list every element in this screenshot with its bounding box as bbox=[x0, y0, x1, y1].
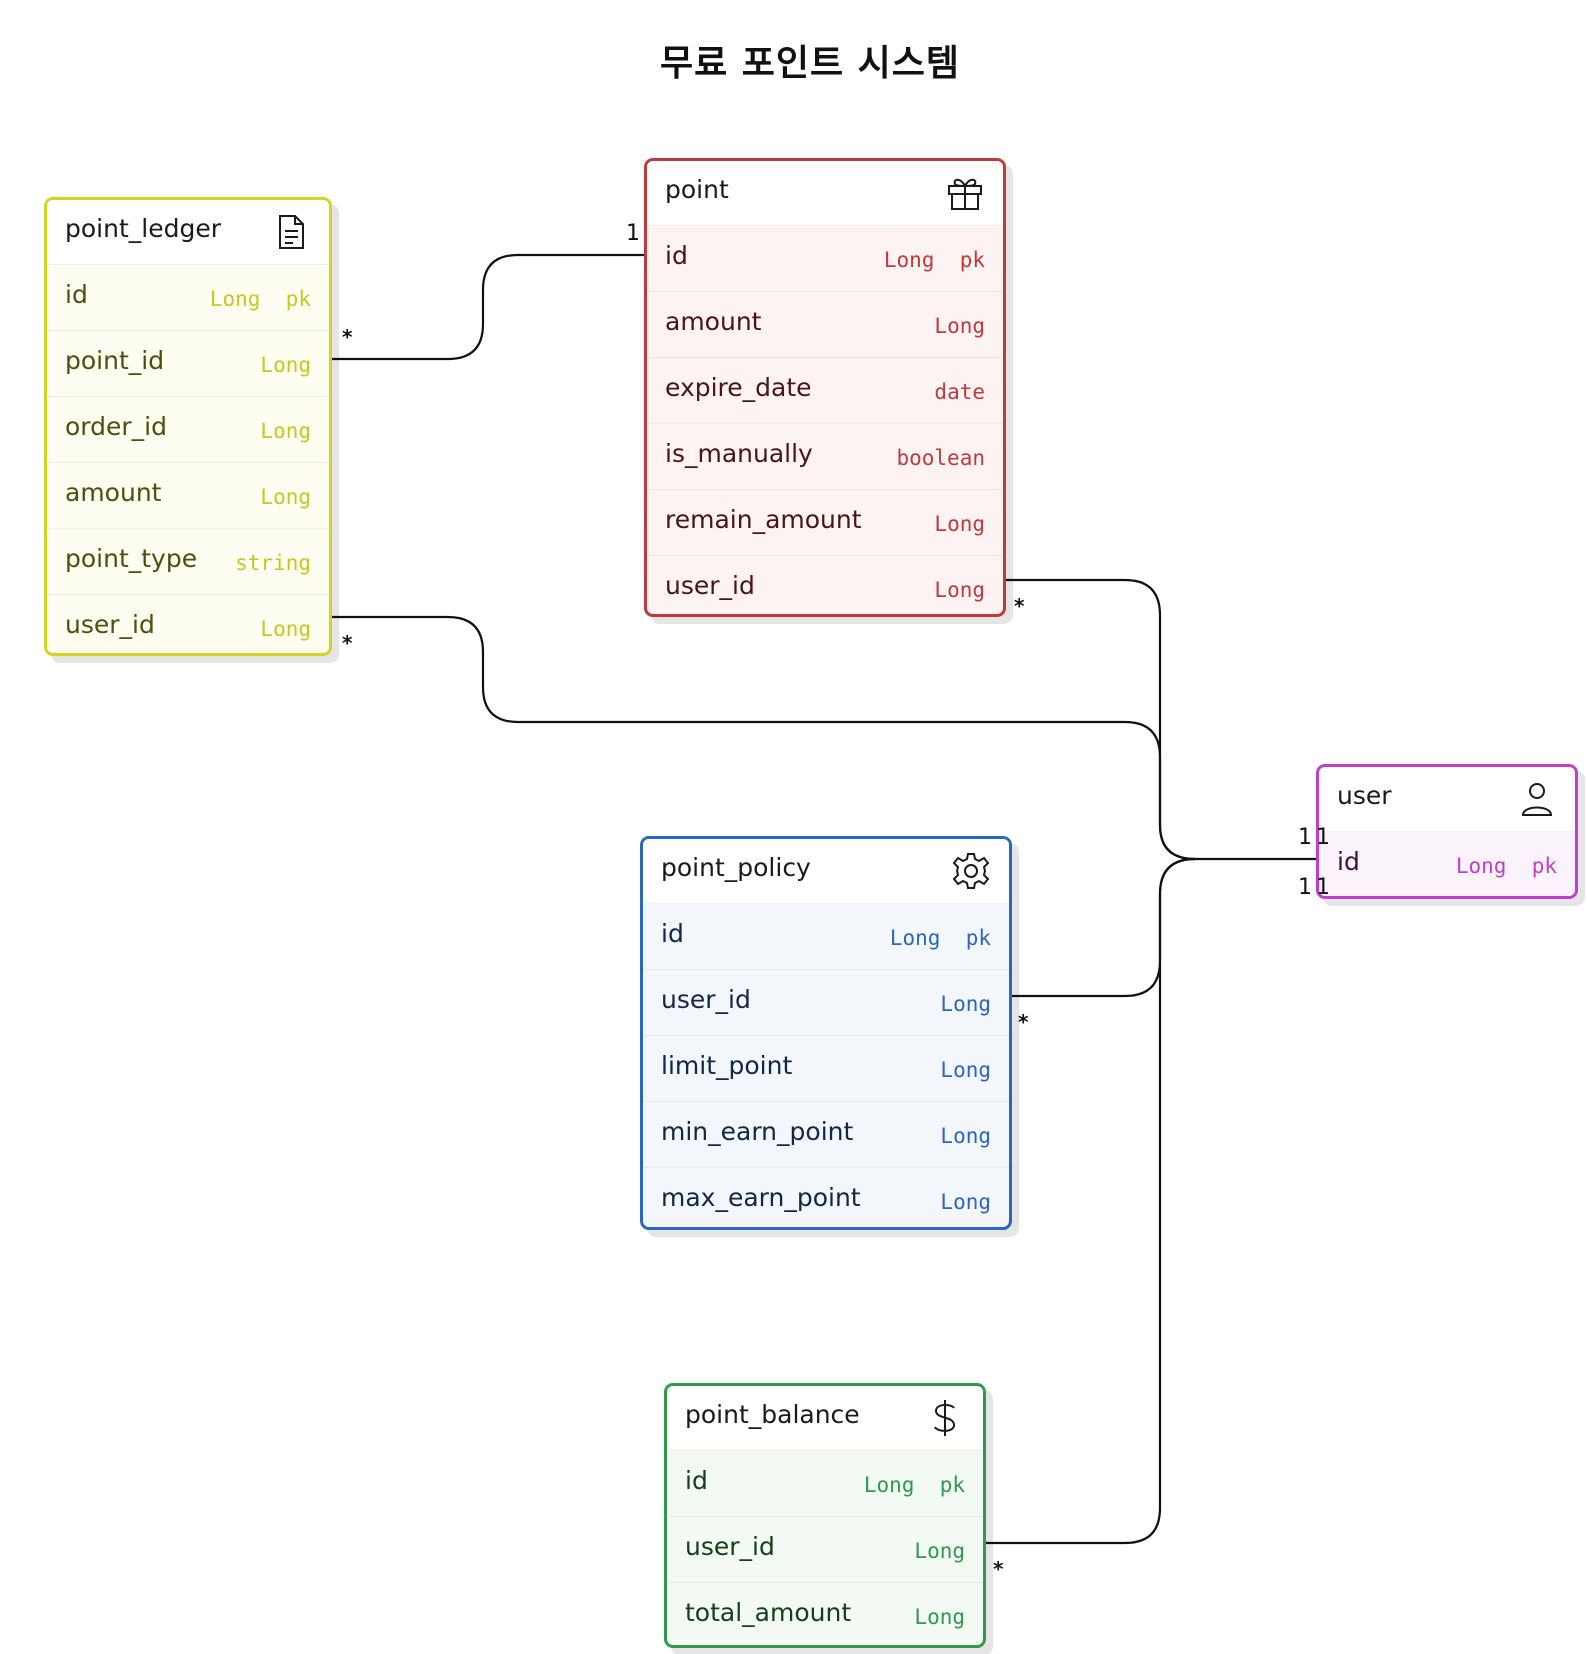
entity-point-ledger[interactable]: point_ledger id Long pk point_id Long or… bbox=[44, 197, 332, 656]
entity-header: point_balance bbox=[667, 1386, 983, 1451]
field-type: Long pk bbox=[1455, 854, 1557, 878]
multiplicity-many: * bbox=[1014, 594, 1025, 618]
field-type: Long bbox=[940, 992, 991, 1016]
field-name: id bbox=[65, 280, 88, 309]
field-row[interactable]: expire_date date bbox=[647, 358, 1003, 424]
field-name: expire_date bbox=[665, 373, 812, 402]
field-row[interactable]: user_id Long bbox=[667, 1517, 983, 1583]
field-name: amount bbox=[665, 307, 762, 336]
field-type: Long bbox=[914, 1539, 965, 1563]
field-name: amount bbox=[65, 478, 162, 507]
field-name: id bbox=[661, 919, 684, 948]
field-row[interactable]: id Long pk bbox=[647, 226, 1003, 292]
entity-name: point bbox=[665, 175, 729, 204]
field-row[interactable]: max_earn_point Long bbox=[643, 1168, 1009, 1227]
multiplicity-one: 1 bbox=[1316, 875, 1330, 900]
connector-balance-user bbox=[973, 857, 1196, 1545]
field-row[interactable]: id Long pk bbox=[667, 1451, 983, 1517]
field-name: id bbox=[665, 241, 688, 270]
multiplicity-one: 1 bbox=[1316, 825, 1330, 850]
gift-icon bbox=[948, 178, 982, 210]
field-type: Long bbox=[934, 578, 985, 602]
field-row[interactable]: min_earn_point Long bbox=[643, 1102, 1009, 1168]
field-row[interactable]: amount Long bbox=[647, 292, 1003, 358]
field-row[interactable]: total_amount Long bbox=[667, 1583, 983, 1645]
field-type: Long pk bbox=[889, 926, 991, 950]
field-row[interactable]: id Long pk bbox=[1319, 832, 1575, 896]
entity-name: user bbox=[1337, 781, 1392, 810]
field-row[interactable]: point_type string bbox=[47, 529, 329, 595]
field-name: max_earn_point bbox=[661, 1183, 861, 1212]
field-row[interactable]: id Long pk bbox=[47, 265, 329, 331]
field-name: remain_amount bbox=[665, 505, 862, 534]
multiplicity-many: * bbox=[1018, 1010, 1029, 1034]
field-row[interactable]: id Long pk bbox=[643, 904, 1009, 970]
multiplicity-one: 1 bbox=[1298, 875, 1312, 900]
field-type: Long bbox=[260, 353, 311, 377]
field-name: is_manually bbox=[665, 439, 813, 468]
field-name: min_earn_point bbox=[661, 1117, 854, 1146]
field-type: Long pk bbox=[883, 248, 985, 272]
gear-icon bbox=[952, 853, 990, 889]
field-type: Long bbox=[940, 1190, 991, 1214]
entity-point[interactable]: point id Long pk amount Long expire_date… bbox=[644, 158, 1006, 617]
field-type: Long bbox=[940, 1058, 991, 1082]
field-row[interactable]: is_manually boolean bbox=[647, 424, 1003, 490]
field-row[interactable]: remain_amount Long bbox=[647, 490, 1003, 556]
field-name: limit_point bbox=[661, 1051, 793, 1080]
field-row[interactable]: limit_point Long bbox=[643, 1036, 1009, 1102]
field-name: total_amount bbox=[685, 1598, 852, 1627]
multiplicity-one: 1 bbox=[626, 221, 640, 246]
multiplicity-many: * bbox=[342, 631, 353, 655]
field-name: point_type bbox=[65, 544, 198, 573]
dollar-icon bbox=[934, 1400, 956, 1436]
field-type: Long bbox=[914, 1605, 965, 1629]
field-row[interactable]: user_id Long bbox=[47, 595, 329, 653]
field-name: user_id bbox=[661, 985, 751, 1014]
field-name: point_id bbox=[65, 346, 165, 375]
field-row[interactable]: user_id Long bbox=[647, 556, 1003, 614]
field-type: Long bbox=[940, 1124, 991, 1148]
entity-header: point bbox=[647, 161, 1003, 226]
multiplicity-many: * bbox=[342, 325, 353, 349]
field-type: Long bbox=[934, 314, 985, 338]
field-name: user_id bbox=[65, 610, 155, 639]
field-type: Long bbox=[260, 617, 311, 641]
field-name: user_id bbox=[685, 1532, 775, 1561]
connector-policy-user bbox=[998, 857, 1196, 998]
field-name: id bbox=[1337, 847, 1360, 876]
diagram-title: 무료 포인트 시스템 bbox=[659, 43, 961, 84]
entity-point-balance[interactable]: point_balance id Long pk user_id Long to… bbox=[664, 1383, 986, 1648]
field-type: Long bbox=[260, 419, 311, 443]
entity-name: point_ledger bbox=[65, 214, 221, 243]
connector-ledger-point bbox=[304, 253, 648, 361]
field-type: Long pk bbox=[209, 287, 311, 311]
field-type: Long bbox=[934, 512, 985, 536]
field-row[interactable]: user_id Long bbox=[643, 970, 1009, 1036]
entity-name: point_policy bbox=[661, 853, 811, 882]
field-row[interactable]: order_id Long bbox=[47, 397, 329, 463]
connector-point-user bbox=[994, 578, 1196, 861]
field-type: date bbox=[934, 380, 985, 404]
entity-point-policy[interactable]: point_policy id Long pk user_id Long lim… bbox=[640, 836, 1012, 1230]
field-name: order_id bbox=[65, 412, 167, 441]
field-type: Long pk bbox=[863, 1473, 965, 1497]
multiplicity-one: 1 bbox=[1298, 825, 1312, 850]
field-type: Long bbox=[260, 485, 311, 509]
field-name: id bbox=[685, 1466, 708, 1495]
entity-name: point_balance bbox=[685, 1400, 860, 1429]
field-type: boolean bbox=[896, 446, 985, 470]
entity-user[interactable]: user id Long pk bbox=[1316, 764, 1578, 899]
connector-ledger-user bbox=[304, 615, 1320, 861]
field-row[interactable]: amount Long bbox=[47, 463, 329, 529]
field-type: string bbox=[235, 551, 311, 575]
field-row[interactable]: point_id Long bbox=[47, 331, 329, 397]
entity-header: user bbox=[1319, 767, 1575, 832]
document-icon bbox=[279, 215, 304, 249]
user-icon bbox=[1521, 783, 1553, 816]
multiplicity-many: * bbox=[993, 1557, 1004, 1581]
field-name: user_id bbox=[665, 571, 755, 600]
entity-header: point_policy bbox=[643, 839, 1009, 904]
entity-header: point_ledger bbox=[47, 200, 329, 265]
